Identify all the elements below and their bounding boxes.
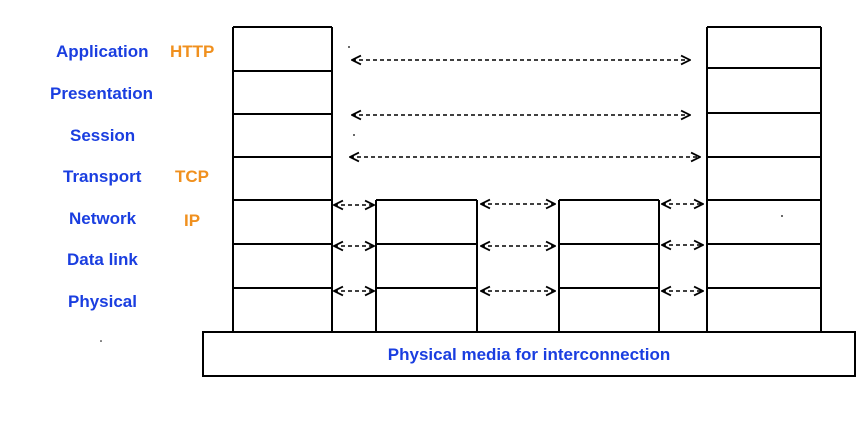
- layer-label-session: Session: [70, 126, 136, 145]
- router-2-stack: [558, 199, 660, 332]
- layer-label-transport: Transport: [63, 167, 142, 186]
- protocol-label-http: HTTP: [170, 42, 215, 61]
- physical-media-label: Physical media for interconnection: [387, 345, 671, 364]
- layer-label-network: Network: [69, 209, 137, 228]
- protocol-label-ip: IP: [184, 211, 201, 230]
- layer-label-data-link: Data link: [67, 250, 138, 269]
- layer-label-physical: Physical: [68, 292, 137, 311]
- protocol-label-tcp: TCP: [175, 167, 209, 186]
- left-host-stack: [232, 26, 333, 332]
- layer-label-application: Application: [56, 42, 149, 61]
- right-host-stack: [706, 26, 822, 332]
- layer-label-presentation: Presentation: [50, 84, 153, 103]
- physical-media-box: [202, 331, 856, 377]
- router-1-stack: [375, 199, 478, 332]
